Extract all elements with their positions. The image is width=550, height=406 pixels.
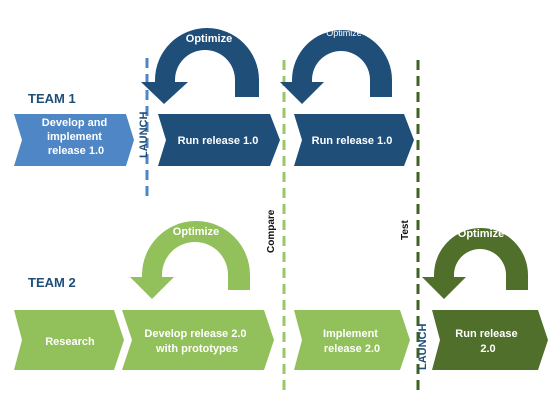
stage-implement-2-text: Implement release 2.0	[323, 328, 381, 355]
optimize-label-1b: Optimize	[326, 28, 362, 38]
launch-label-2: LAUNCH	[417, 324, 429, 370]
stage-run-1b	[294, 114, 414, 166]
stage-run-1a	[158, 114, 280, 166]
stage-run-2-text: Run release 2.0	[455, 328, 520, 355]
stage-research	[14, 310, 124, 370]
stage-develop-2	[122, 310, 274, 370]
team-2-label: TEAM 2	[28, 275, 76, 290]
stage-develop-1	[14, 114, 134, 166]
compare-label: Compare	[266, 209, 277, 253]
optimize-loop-1a	[141, 28, 259, 104]
stage-run-1b-text: Run release 1.0	[312, 135, 393, 147]
stage-implement-2	[294, 310, 410, 370]
optimize-loop-1b	[280, 30, 392, 104]
team-1-label: TEAM 1	[28, 91, 76, 106]
launch-label-1: LAUNCH	[138, 112, 150, 158]
optimize-label-1a: Optimize	[186, 33, 232, 45]
stage-run-2	[432, 310, 548, 370]
optimize-loop-2a	[130, 221, 250, 299]
stage-develop-2-text: Develop release 2.0 with prototypes	[144, 328, 249, 355]
stage-develop-1-text: Develop and implement release 1.0	[42, 117, 110, 157]
optimize-label-2b: Optimize	[458, 228, 504, 240]
optimize-loop-2b	[422, 228, 528, 299]
test-label: Test	[400, 220, 411, 240]
optimize-label-2a: Optimize	[173, 226, 219, 238]
stage-research-text: Research	[45, 336, 95, 348]
stage-run-1a-text: Run release 1.0	[178, 135, 259, 147]
